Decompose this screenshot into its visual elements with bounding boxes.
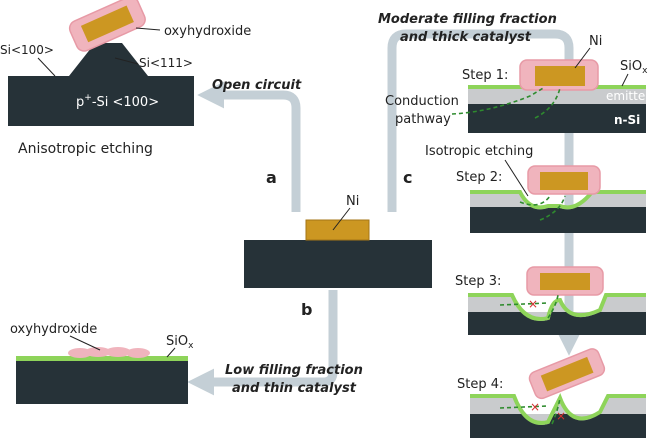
step2-pathway-2 <box>539 195 566 221</box>
step2-panel: Step 2: Isotropic etching <box>425 144 646 233</box>
step2-siox <box>470 190 646 210</box>
isotropic-leader <box>504 159 529 197</box>
moderate-filling-label-1: Moderate filling fraction <box>378 12 557 27</box>
conduction-label-1: Conduction <box>385 94 459 109</box>
step3-nsi <box>468 312 646 335</box>
step1-pathway-2 <box>534 87 561 119</box>
substrate-label-a: p+-Si <100> <box>76 93 159 110</box>
si100-leader <box>37 57 56 77</box>
step3-panel: Step 3: × <box>455 266 646 335</box>
step4-label: Step 4: <box>457 377 503 392</box>
substrate-plus: + <box>84 93 92 103</box>
step1-siox-leader <box>621 73 629 87</box>
thin-catalyst-b <box>68 347 150 358</box>
step1-siox-sub: x <box>642 66 648 76</box>
si111-label: Si<111> <box>139 56 193 70</box>
conduction-label-2: pathway <box>395 112 451 127</box>
center-sample: Ni <box>244 194 432 288</box>
step1-nsi <box>468 103 646 133</box>
siox-label-b: SiOx <box>166 334 194 351</box>
step3-ni-core <box>540 273 590 290</box>
step2-emitter <box>470 194 646 210</box>
step4-ni-core <box>540 356 594 392</box>
flat-substrate-b <box>16 360 188 404</box>
branch-b: oxyhydroxide SiOx Low filling fraction a… <box>10 322 363 404</box>
substrate-rest: -Si <100> <box>92 95 159 110</box>
step4-panel: Step 4: × × <box>457 348 646 438</box>
arrow-c <box>387 29 583 356</box>
label-b: b <box>301 300 312 319</box>
arrow-b <box>187 290 338 396</box>
anisotropic-caption: Anisotropic etching <box>18 141 153 157</box>
low-filling-label-2: and thin catalyst <box>232 381 357 396</box>
pyramid-substrate <box>8 43 194 126</box>
open-circuit-label: Open circuit <box>212 78 302 93</box>
step4-nsi <box>470 414 646 438</box>
step1-label: Step 1: <box>462 68 508 83</box>
si111-leader <box>114 57 139 65</box>
step4-block-mark-1: × <box>530 400 540 414</box>
step1-siox-label: SiOx <box>620 59 648 76</box>
step1-nsi-label: n-Si <box>614 113 640 127</box>
low-filling-label-1: Low filling fraction <box>225 363 363 378</box>
siox-layer-b <box>16 356 188 361</box>
branch-a: Open circuit oxyhydroxide Si<100> Si<111… <box>0 0 302 157</box>
floating-catalyst-a <box>68 0 146 52</box>
step1-emitter-label: emitter <box>606 89 650 103</box>
center-ni-label: Ni <box>346 194 359 209</box>
step2-label: Step 2: <box>456 170 502 185</box>
siox-leader-b <box>166 347 176 358</box>
substrate-p: p <box>76 95 84 110</box>
step4-pathway-1 <box>499 405 549 409</box>
step4-block-mark-2: × <box>556 409 566 423</box>
center-ni-leader <box>332 207 351 231</box>
center-substrate <box>244 240 432 288</box>
flow-arrows <box>187 29 583 396</box>
moderate-filling-label-2: and thick catalyst <box>400 30 532 45</box>
step1-pathway-1 <box>451 86 546 115</box>
step3-pathway-1 <box>499 302 549 306</box>
step3-siox <box>468 293 646 321</box>
step2-ni-core <box>540 172 588 190</box>
label-c: c <box>403 168 412 187</box>
step3-label: Step 3: <box>455 274 501 289</box>
step2-pathway-1 <box>519 195 551 206</box>
step4-pathway-2 <box>551 397 561 425</box>
step4-emitter <box>470 398 646 425</box>
step4-floating-catalyst <box>528 348 606 400</box>
branch-c: Moderate filling fraction and thick cata… <box>378 12 650 438</box>
oxyhydroxide-blob-b2 <box>85 347 111 357</box>
step3-pathway-2 <box>547 294 559 319</box>
isotropic-label: Isotropic etching <box>425 144 533 159</box>
step3-emitter <box>468 297 646 322</box>
siox-sub-b: x <box>188 341 194 351</box>
arrow-a <box>197 81 301 212</box>
siox-main-b: SiO <box>166 334 188 349</box>
step1-panel: Step 1: Ni SiOx emitter n-Si Conduction … <box>385 34 650 133</box>
label-a: a <box>266 168 277 187</box>
ni-core-a <box>80 5 134 43</box>
step1-ni-leader <box>574 47 591 69</box>
step2-nsi <box>470 207 646 233</box>
oxyhydroxide-blob-b3 <box>105 347 131 357</box>
oxyhydroxide-blob-b4 <box>126 348 150 358</box>
step1-ni-label: Ni <box>589 34 602 49</box>
step1-siox-main: SiO <box>620 59 642 74</box>
step4-siox <box>470 393 646 425</box>
si100-label: Si<100> <box>0 43 54 57</box>
oxyhydroxide-leader-b <box>69 335 101 351</box>
oxyhydroxide-label-a: oxyhydroxide <box>164 24 251 39</box>
step3-block-mark: × <box>528 297 538 311</box>
oxyhydroxide-leader-a <box>135 27 161 31</box>
center-ni-catalyst <box>305 219 370 241</box>
oxyhydroxide-label-b: oxyhydroxide <box>10 322 97 337</box>
step1-ni-core <box>535 66 585 86</box>
